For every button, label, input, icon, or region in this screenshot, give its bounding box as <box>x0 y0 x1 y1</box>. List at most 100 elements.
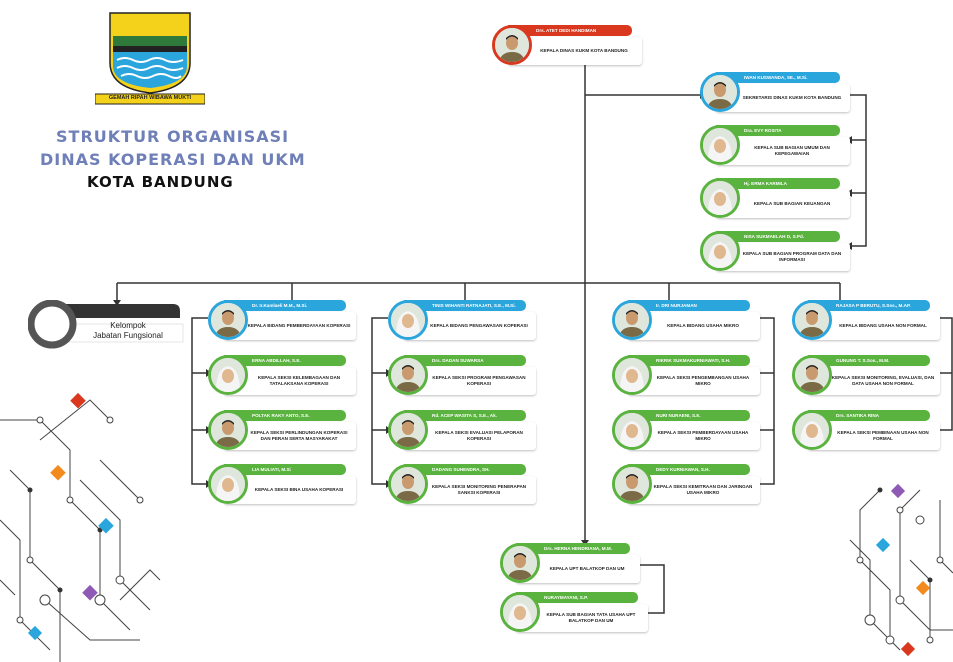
person-photo <box>388 300 428 340</box>
name-band <box>808 410 930 421</box>
subbag-program-card: NISA SUKMAELAH D, S.Pd.KEPALA SUB BAGIAN… <box>700 231 850 271</box>
name-band <box>516 543 630 554</box>
position-title: KEPALA SEKSI PERLINDUNGAN KOPERASI DAN P… <box>250 430 348 441</box>
person-name: ERNA ABDILLAH, S.E. <box>252 358 301 363</box>
city-logo: GEMAH RIPAH WIBAWA MUKTI <box>94 8 206 108</box>
position-title: KEPALA SEKSI PEMBINAAN USAHA NON FORMAL <box>837 430 929 441</box>
person-photo <box>388 464 428 504</box>
position-title: KEPALA SEKSI KELEMBAGAAN DAN TATALAKSANA… <box>257 375 341 386</box>
person-name: Drs. SANTIKA RINA <box>836 413 879 418</box>
person-photo <box>388 410 428 450</box>
person-name: Rd. ACEP WASITA S, S.E., Ak. <box>432 413 497 418</box>
person-photo <box>492 25 532 65</box>
person-photo <box>792 410 832 450</box>
bidang-1-head-card: TINIS WIHANTI RATNAJATI, S.E., M.Si.KEPA… <box>388 300 536 340</box>
name-band <box>404 410 526 421</box>
position-title: KEPALA BIDANG PEMBERDAYAAN KOPERASI <box>247 323 351 328</box>
person-name: Hj. ERMA KARMILA <box>744 181 787 186</box>
person-photo <box>612 300 652 340</box>
position-title: KEPALA SEKSI KEMITRAAN DAN JARINGAN USAH… <box>653 484 753 495</box>
bandung-emblem-icon <box>94 12 206 105</box>
bidang-1-seksi-1-card: Rd. ACEP WASITA S, S.E., Ak. KEPALA SEKSI… <box>388 410 536 450</box>
name-band <box>716 125 840 136</box>
position-title: KEPALA SUB BAGIAN UMUM DAN KEPEGAWAIAN <box>754 145 830 156</box>
person-photo <box>612 355 652 395</box>
bidang-3-seksi-0-card: GUNUNG T. S.Sos., M.M.KEPALA SEKSI MONIT… <box>792 355 940 395</box>
position-title: KEPALA SEKSI EVALUASI PELAPORAN KOPERASI <box>435 430 523 441</box>
name-band <box>224 410 346 421</box>
position-title: KEPALA SEKSI PENGEMBANGAN USAHA MIKRO <box>656 375 750 386</box>
bidang-2-seksi-2-card: DEDY KURNIAWAN, S.H.KEPALA SEKSI KEMITRA… <box>612 464 760 504</box>
person-photo <box>500 543 540 583</box>
upt-head-card: Drs. HERNA HENDRIANA, M.M. KEPALA UPT BAL… <box>500 543 640 583</box>
name-band <box>224 355 346 366</box>
bidang-3-seksi-1-card: Drs. SANTIKA RINA KEPALA SEKSI PEMBINAAN … <box>792 410 940 450</box>
person-name: RIKRIK SUKMAKURNIAWATI, S.H. <box>656 358 731 363</box>
position-title: KEPALA DINAS KUKM KOTA BANDUNG <box>540 48 628 53</box>
person-name: RAJASA P BERUTU, S.Sos., M.AP. <box>836 303 911 308</box>
person-photo <box>700 231 740 271</box>
name-band <box>516 592 638 603</box>
bidang-3-head-card: RAJASA P BERUTU, S.Sos., M.AP. KEPALA BID… <box>792 300 940 340</box>
logo-motto: GEMAH RIPAH WIBAWA MUKTI <box>108 95 192 101</box>
person-photo <box>388 355 428 395</box>
person-name: Drs. DADAN SUWARSA <box>432 358 484 363</box>
person-name: Ir. DRI NURJAMAN <box>656 303 697 308</box>
name-band <box>404 464 526 475</box>
person-name: NURAYMAYANI, S.P. <box>544 595 588 600</box>
person-name: LIA MULIATI, M.Si <box>252 467 291 472</box>
upt-sub-card: NURAYMAYANI, S.P. KEPALA SUB BAGIAN TATA … <box>500 592 648 632</box>
page-title-line2: DINAS KOPERASI DAN UKM <box>40 150 306 169</box>
person-name: Drs. HERNA HENDRIANA, M.M. <box>544 546 612 551</box>
person-photo <box>700 72 740 112</box>
position-title: KEPALA UPT BALATKOP DAN UM <box>549 566 625 571</box>
name-band <box>224 300 346 311</box>
person-name: NURI NURAENI, S.E. <box>656 413 701 418</box>
secretary-card: IWAN KUSWANDA, SE., M.Si.SEKRETARIS DINA… <box>700 72 850 112</box>
name-band <box>224 464 346 475</box>
bidang-2-seksi-1-card: NURI NURAENI, S.E. KEPALA SEKSI PEMBERDAY… <box>612 410 760 450</box>
bidang-0-seksi-0-card: ERNA ABDILLAH, S.E. KEPALA SEKSI KELEMBAG… <box>208 355 356 395</box>
name-band <box>404 355 526 366</box>
position-title: SEKRETARIS DINAS KUKM KOTA BANDUNG <box>742 95 842 100</box>
person-photo <box>208 300 248 340</box>
position-title: KEPALA BIDANG USAHA NON FORMAL <box>839 323 927 328</box>
person-photo <box>612 410 652 450</box>
name-band <box>716 231 840 242</box>
person-photo <box>208 355 248 395</box>
position-title: KEPALA SUB BAGIAN PROGRAM DATA DAN INFOR… <box>742 251 842 262</box>
subbag-keuangan-card: Hj. ERMA KARMILA KEPALA SUB BAGIAN KEUANG… <box>700 178 850 218</box>
subbag-umum-card: Dra. EVY ROSITA KEPALA SUB BAGIAN UMUM DA… <box>700 125 850 165</box>
name-band <box>716 72 840 83</box>
position-title: KEPALA SUB BAGIAN KEUANGAN <box>753 201 831 206</box>
person-name: POLTAK RAKY ANTO, S.E. <box>252 413 310 418</box>
position-title: KEPALA SEKSI MONITORING PENERAPAN SANKSI… <box>431 484 527 495</box>
person-name: Dra. EVY ROSITA <box>744 128 782 133</box>
position-title: KEPALA SEKSI BINA USAHA KOPERASI <box>254 487 344 492</box>
person-photo <box>792 355 832 395</box>
position-title: KEPALA SEKSI PEMBERDAYAAN USAHA MIKRO <box>657 430 749 441</box>
jabatan-fungsional-box: Kelompok Jabatan Fungsional <box>27 299 188 355</box>
person-photo <box>500 592 540 632</box>
person-name: GUNUNG T. S.Sos., M.M. <box>836 358 890 363</box>
bidang-0-seksi-1-card: POLTAK RAKY ANTO, S.E. KEPALA SEKSI PERLI… <box>208 410 356 450</box>
name-band <box>628 410 750 421</box>
person-name: Drs. ATET DEDI HANDIMAN <box>536 28 597 33</box>
name-band <box>404 300 526 311</box>
person-photo <box>612 464 652 504</box>
person-name: Dr. Ir.Kamlaeli M.M., M.Si. <box>252 303 308 308</box>
person-name: TINIS WIHANTI RATNAJATI, S.E., M.Si. <box>432 303 516 308</box>
person-photo <box>792 300 832 340</box>
person-photo <box>700 125 740 165</box>
fungsional-line2: Jabatan Fungsional <box>93 331 163 340</box>
name-band <box>628 355 750 366</box>
name-band <box>508 25 632 36</box>
person-photo <box>700 178 740 218</box>
position-title: KEPALA SUB BAGIAN TATA USAHA UPT BALATKO… <box>546 612 636 623</box>
name-band <box>808 355 930 366</box>
person-photo <box>208 410 248 450</box>
